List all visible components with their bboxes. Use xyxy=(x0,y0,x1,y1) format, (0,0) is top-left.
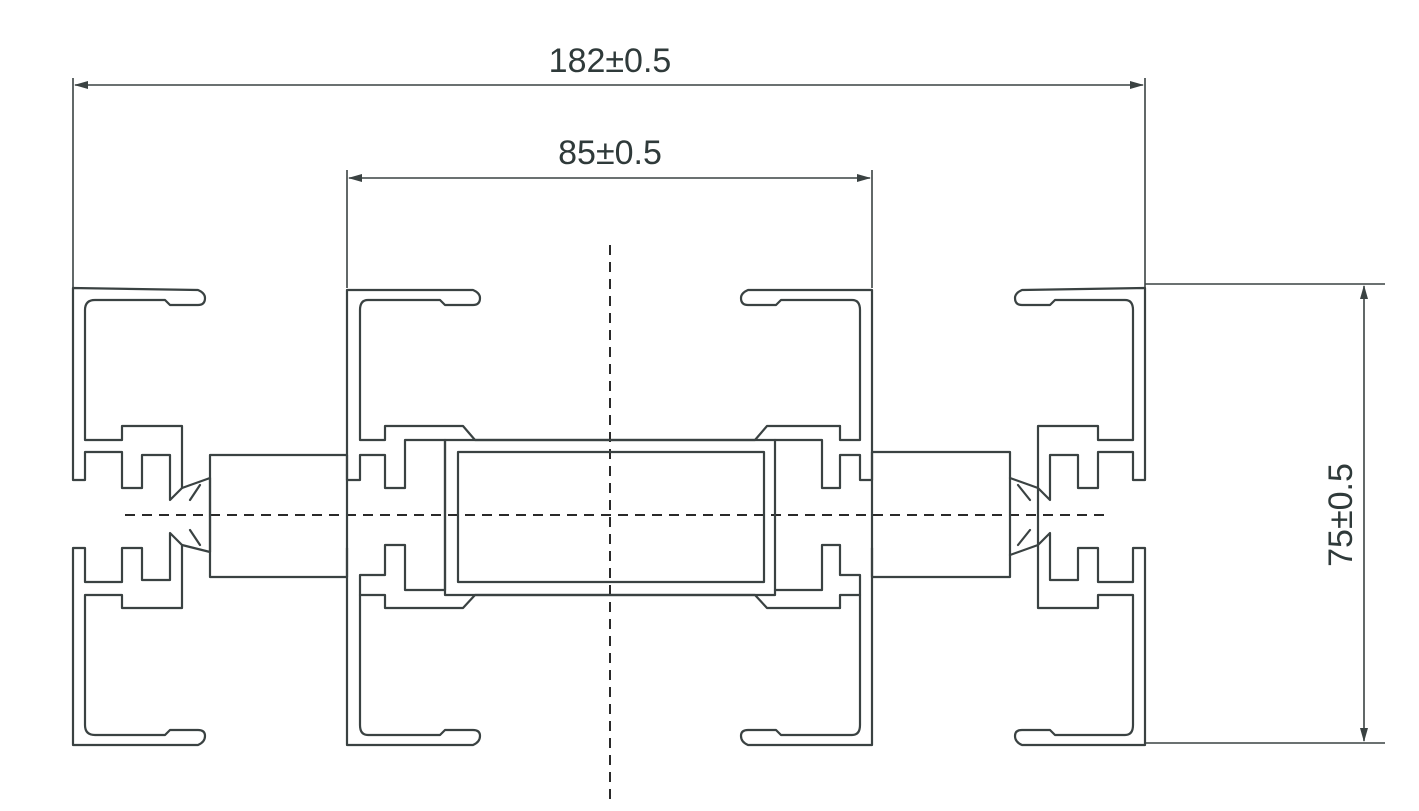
right-thermal-break-clip xyxy=(1008,476,1040,557)
overall-width-dimension: 182±0.5 xyxy=(72,42,1146,288)
right-insulation-bar xyxy=(870,450,1012,579)
right-outer-bottom-flange xyxy=(1013,531,1147,747)
right-outer-profile xyxy=(1008,286,1147,747)
height-dimension: 75±0.5 xyxy=(1145,283,1385,744)
left-insulation-bar xyxy=(208,453,349,579)
central-chamber-outer xyxy=(443,438,777,597)
center-right-top-flange xyxy=(739,288,874,482)
overall-width-label: 182±0.5 xyxy=(549,42,672,80)
right-outer-top-flange xyxy=(1013,286,1147,502)
central-chamber-inner xyxy=(456,450,766,584)
left-outer-profile xyxy=(71,286,212,747)
inner-width-dimension: 85±0.5 xyxy=(346,134,873,288)
height-label: 75±0.5 xyxy=(1322,463,1360,567)
left-outer-top-flange xyxy=(71,286,207,502)
left-outer-bottom-flange xyxy=(71,531,207,747)
center-right-bottom-flange xyxy=(739,546,874,747)
center-right-profile xyxy=(739,288,874,747)
center-left-top-flange xyxy=(345,288,842,482)
inner-width-label: 85±0.5 xyxy=(558,134,662,172)
center-left-inner-web xyxy=(345,438,447,597)
central-chamber xyxy=(443,438,777,597)
center-left-profile xyxy=(345,288,842,747)
center-left-bottom-flange xyxy=(345,546,842,747)
center-right-inner-web xyxy=(773,438,874,597)
